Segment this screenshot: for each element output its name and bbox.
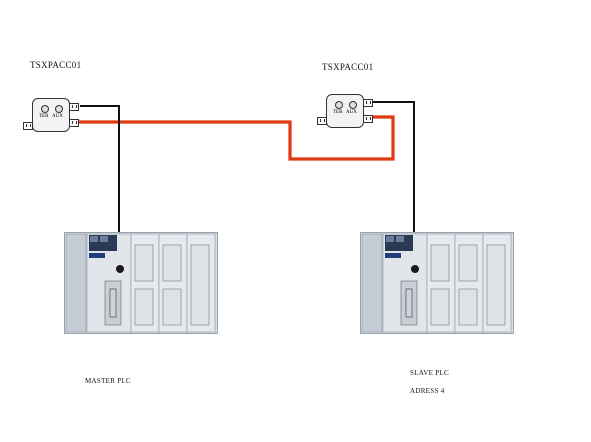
left-coupler-left-connector [23, 122, 33, 130]
left-coupler: TER AUX [32, 98, 70, 132]
left-coupler-aux-port [55, 105, 63, 113]
right-coupler-aux-label: AUX [346, 110, 357, 115]
left-coupler-bottom-connector [69, 119, 79, 127]
left-coupler-top-connector [69, 103, 79, 111]
right-coupler-bottom-connector [363, 115, 373, 123]
slave-plc-drawing [361, 233, 513, 333]
master-plc [64, 232, 218, 334]
right-coupler: TER AUX [326, 94, 364, 128]
slave-plc [360, 232, 514, 334]
right-coupler-left-connector [317, 117, 327, 125]
right-coupler-aux-port [349, 101, 357, 109]
left-coupler-ter-label: TER [39, 114, 49, 119]
right-coupler-ter-port [335, 101, 343, 109]
right-coupler-ter-label: TER [333, 110, 343, 115]
right-coupler-title: TSXPACC01 [322, 62, 374, 72]
master-plc-label: MASTER PLC [85, 377, 131, 385]
right-coupler-top-connector [363, 99, 373, 107]
slave-plc-label: SLAVE PLC [410, 369, 449, 377]
master-plc-drawing [65, 233, 217, 333]
left-coupler-aux-label: AUX [52, 114, 63, 119]
slave-plc-address: ADRESS 4 [410, 387, 445, 395]
bus-cable [79, 115, 395, 161]
left-coupler-title: TSXPACC01 [30, 60, 82, 70]
left-coupler-ter-port [41, 105, 49, 113]
slave-link-cable [372, 101, 415, 263]
master-link-cable [80, 105, 120, 263]
